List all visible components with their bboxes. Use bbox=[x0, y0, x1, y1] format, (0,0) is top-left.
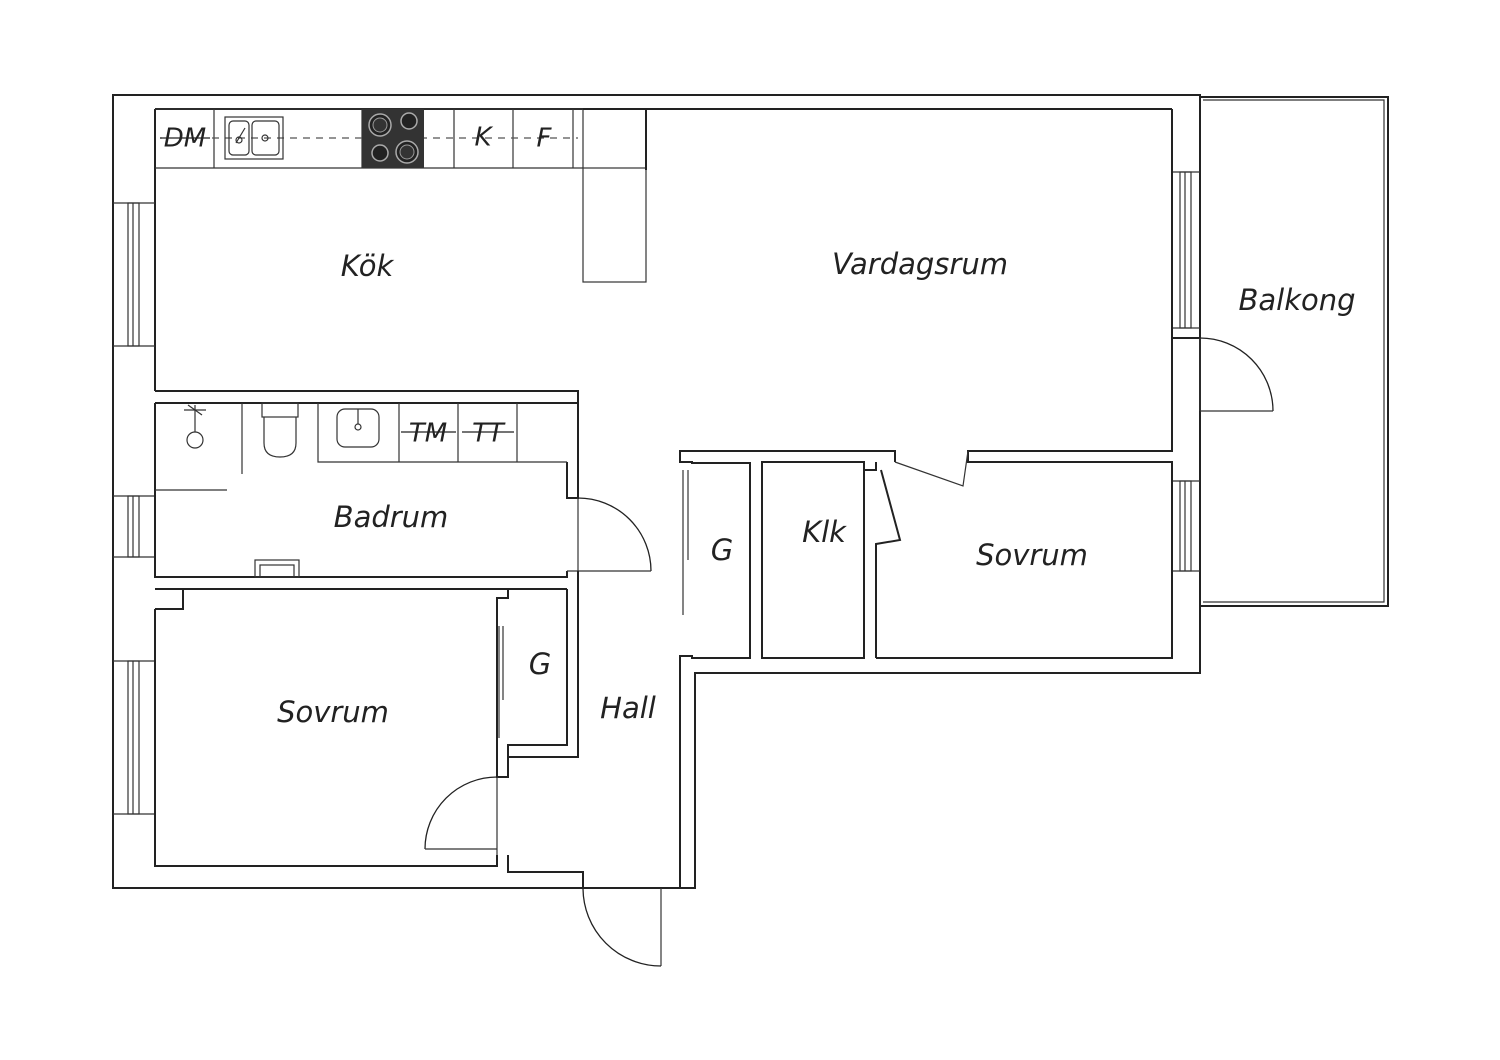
hall-wardrobe-doors bbox=[682, 470, 689, 615]
kitchen-tall-cabinet bbox=[582, 167, 647, 283]
svg-text:TT: TT bbox=[472, 419, 506, 449]
room-label-bathroom: Badrum bbox=[334, 500, 449, 534]
room-label-kitchen: Kök bbox=[341, 249, 395, 283]
washing-machine-label: TM bbox=[405, 419, 453, 449]
washbasin-icon bbox=[336, 408, 380, 448]
fridge-label: K bbox=[474, 123, 493, 153]
bedroom-right-walls bbox=[876, 338, 1173, 659]
room-label-bedroom-right: Sovrum bbox=[976, 538, 1088, 572]
svg-text:TM: TM bbox=[409, 419, 447, 449]
front-door bbox=[582, 872, 695, 967]
bathroom-door bbox=[567, 497, 652, 572]
room-label-bedroom-left: Sovrum bbox=[277, 695, 389, 729]
room-label-klk: Klk bbox=[802, 515, 847, 549]
room-label-hall: Hall bbox=[600, 691, 656, 725]
room-label-living-room: Vardagsrum bbox=[832, 247, 1008, 281]
room-label-bedroom-wardrobe: G bbox=[529, 647, 551, 681]
bedroom-left-door bbox=[424, 776, 498, 855]
room-label-balcony: Balkong bbox=[1238, 283, 1355, 317]
window bbox=[113, 660, 155, 815]
kitchen-sink-icon bbox=[224, 116, 284, 160]
freezer-label: F bbox=[537, 124, 553, 154]
tumble-dryer-label: TT bbox=[466, 419, 510, 449]
balcony-door bbox=[1171, 109, 1274, 412]
window bbox=[1172, 480, 1200, 572]
stove-icon bbox=[362, 109, 424, 168]
window bbox=[113, 495, 155, 558]
toilet-icon bbox=[261, 402, 299, 458]
shower-icon bbox=[184, 404, 206, 449]
klk-walls bbox=[761, 461, 902, 659]
window bbox=[1172, 171, 1200, 329]
outer-walls bbox=[112, 94, 1201, 889]
vent-icon bbox=[254, 559, 300, 578]
bedroom-left-walls bbox=[154, 571, 584, 888]
bathroom-walls bbox=[154, 403, 579, 590]
balcony bbox=[1200, 96, 1389, 607]
window bbox=[113, 202, 155, 347]
room-label-hall-wardrobe: G bbox=[711, 533, 733, 567]
